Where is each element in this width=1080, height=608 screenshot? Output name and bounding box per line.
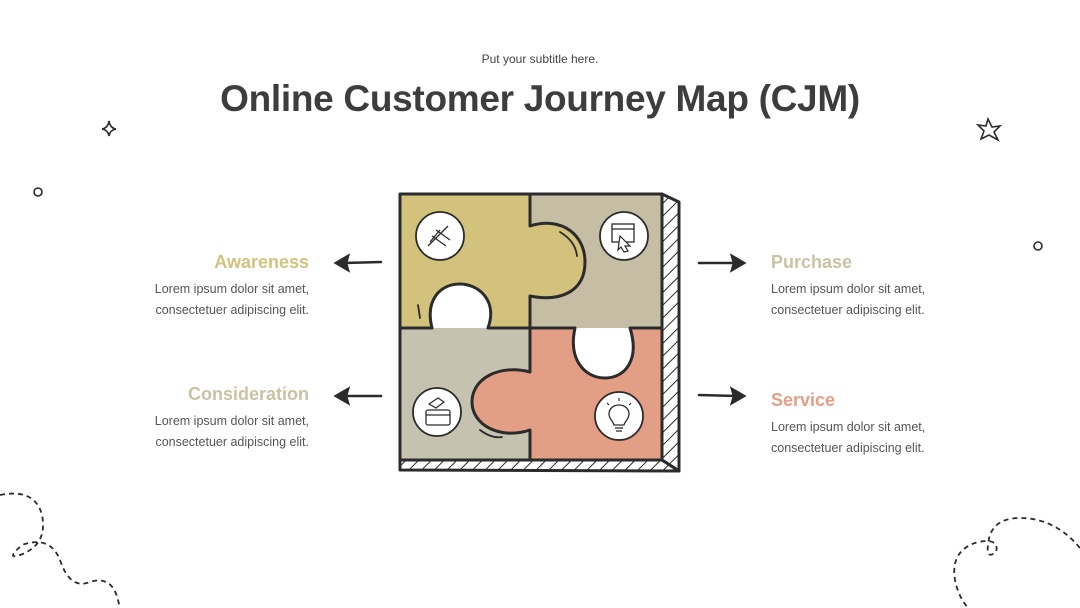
consideration-text-line1: Lorem ipsum dolor sit amet, (154, 414, 309, 428)
consideration-block: Consideration Lorem ipsum dolor sit amet… (89, 384, 309, 453)
arrow-consideration (333, 386, 383, 406)
sparkle-icon (101, 120, 117, 137)
megaphone-hand-icon (415, 211, 465, 261)
awareness-text-line2: consectetuer adipiscing elit. (155, 303, 309, 317)
service-block: Service Lorem ipsum dolor sit amet, cons… (771, 390, 991, 459)
small-circle-right (1033, 241, 1043, 251)
lightbulb-icon (594, 391, 644, 441)
dashed-swirl-bottom-left (0, 492, 121, 608)
purchase-text-line1: Lorem ipsum dolor sit amet, (771, 282, 926, 296)
dashed-swirl-bottom-right (953, 517, 1080, 608)
puzzle-outlines (398, 192, 664, 462)
small-circle-left (33, 187, 43, 197)
price-tag-card-icon (412, 387, 462, 437)
service-title: Service (771, 390, 836, 410)
consideration-title: Consideration (187, 384, 309, 404)
purchase-title: Purchase (771, 252, 853, 272)
purchase-text-line2: consectetuer adipiscing elit. (771, 303, 925, 317)
service-text-line1: Lorem ipsum dolor sit amet, (771, 420, 926, 434)
browser-click-icon (599, 211, 649, 261)
subtitle: Put your subtitle here. (481, 52, 599, 66)
arrow-purchase (697, 253, 747, 273)
arrow-service (697, 386, 747, 406)
consideration-text-line2: consectetuer adipiscing elit. (155, 435, 309, 449)
awareness-block: Awareness Lorem ipsum dolor sit amet, co… (89, 252, 309, 321)
puzzle-box-right-side (660, 192, 681, 473)
awareness-title: Awareness (214, 252, 309, 272)
awareness-text-line1: Lorem ipsum dolor sit amet, (154, 282, 309, 296)
service-text-line2: consectetuer adipiscing elit. (771, 441, 925, 455)
arrow-awareness (333, 253, 383, 273)
star-doodle-icon (975, 116, 1003, 142)
purchase-block: Purchase Lorem ipsum dolor sit amet, con… (771, 252, 991, 321)
page-title: Online Customer Journey Map (CJM) (220, 78, 860, 119)
